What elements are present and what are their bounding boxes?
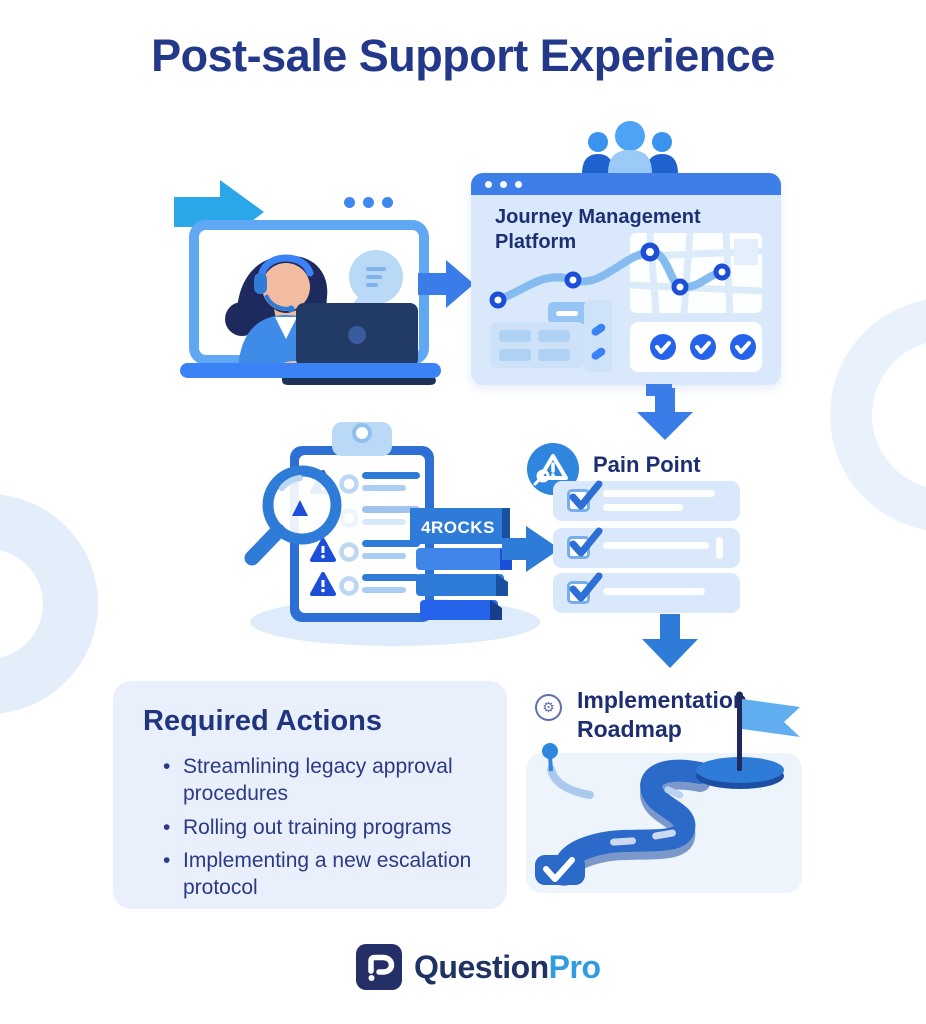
magnifier-icon bbox=[244, 465, 342, 566]
window-dot-icon bbox=[500, 180, 507, 188]
data-table bbox=[490, 322, 584, 368]
audit-clipboard-illustration: 4ROCKS bbox=[244, 422, 560, 646]
pain-point-label: Pain Point bbox=[593, 452, 701, 477]
arrow-down-icon bbox=[637, 388, 693, 440]
checklist-ticks bbox=[584, 300, 612, 372]
support-agent-illustration bbox=[180, 220, 441, 385]
svg-text:4ROCKS: 4ROCKS bbox=[421, 518, 495, 537]
flag-icon bbox=[742, 699, 800, 737]
window-dot-icon bbox=[515, 180, 522, 188]
gear-icon: ⚙ bbox=[535, 694, 562, 721]
stacked-steps bbox=[416, 548, 512, 620]
roadmap-illustration bbox=[526, 691, 802, 893]
journey-platform-window: Journey Management Platform bbox=[471, 173, 781, 385]
required-actions-list: Streamlining legacy approval procedures … bbox=[161, 753, 481, 907]
pain-point-row bbox=[553, 527, 740, 568]
pain-point-row bbox=[553, 480, 740, 521]
start-pin-icon bbox=[542, 743, 558, 759]
required-actions-card: Required Actions Streamlining legacy app… bbox=[113, 681, 507, 909]
arrow-right-icon bbox=[418, 260, 474, 308]
brand-name-primary: Question bbox=[414, 948, 549, 985]
checkmark-icon bbox=[543, 857, 575, 882]
page-title: Post-sale Support Experience bbox=[151, 30, 775, 81]
pain-point-row bbox=[553, 572, 740, 613]
roadmap-label: Implementation Roadmap bbox=[577, 687, 747, 742]
list-item: Streamlining legacy approval procedures bbox=[161, 753, 481, 808]
warning-search-icon bbox=[533, 454, 568, 486]
decorative-ring-left bbox=[0, 494, 98, 714]
check-circles-card bbox=[630, 322, 762, 372]
brand-name-secondary: Pro bbox=[548, 948, 601, 985]
list-item: Rolling out training programs bbox=[161, 814, 481, 842]
rocks-banner: 4ROCKS bbox=[410, 508, 510, 544]
checkmark-icon bbox=[569, 480, 603, 510]
arrow-down-icon bbox=[642, 614, 698, 668]
brand-logo: QuestionPro bbox=[356, 944, 601, 990]
checkmark-icon bbox=[569, 572, 603, 602]
window-dot-icon bbox=[485, 180, 492, 188]
checkmark-icon bbox=[569, 527, 603, 557]
people-group-icon bbox=[582, 121, 678, 174]
chat-dots-icon bbox=[344, 197, 393, 208]
arrow-right-icon bbox=[502, 526, 560, 572]
decorative-ring-right bbox=[830, 298, 926, 532]
questionpro-icon bbox=[356, 944, 402, 990]
brand-name: QuestionPro bbox=[414, 949, 601, 986]
journey-line-chart bbox=[489, 242, 731, 309]
required-actions-heading: Required Actions bbox=[143, 705, 383, 737]
platform-label: Journey Management Platform bbox=[495, 206, 701, 253]
list-item: Implementing a new escalation protocol bbox=[161, 847, 481, 902]
window-titlebar bbox=[471, 173, 781, 195]
